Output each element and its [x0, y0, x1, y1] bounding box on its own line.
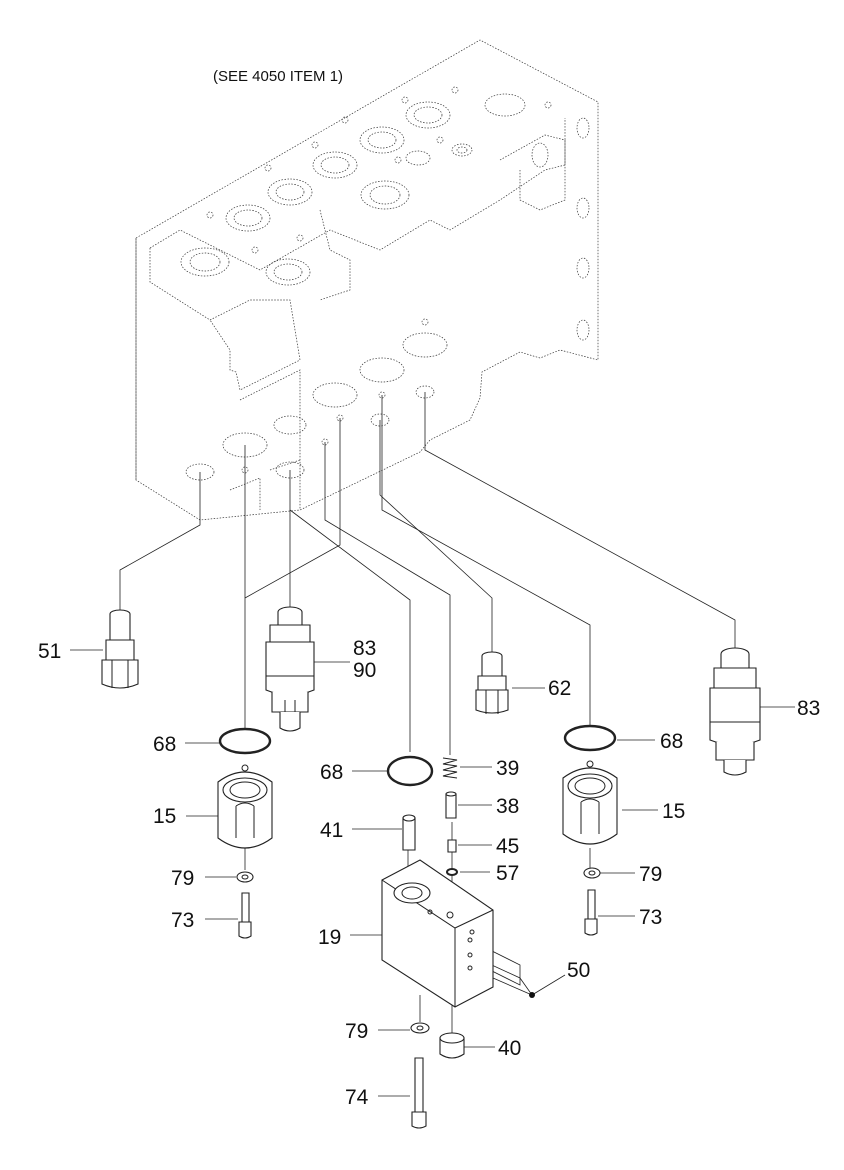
- callout-83-right: 83: [797, 697, 820, 720]
- part-62-plug: [475, 651, 509, 714]
- callout-15-right: 15: [662, 800, 685, 823]
- part-83-90-cartridge-left: [265, 606, 315, 732]
- callout-15-left: 15: [153, 805, 176, 828]
- part-51-fitting: [101, 609, 139, 689]
- callout-41: 41: [320, 819, 343, 842]
- callout-40: 40: [498, 1037, 521, 1060]
- callout-73-left: 73: [171, 909, 194, 932]
- callout-68-center: 68: [320, 761, 343, 784]
- callout-79-right: 79: [639, 863, 662, 886]
- callout-79-bottom: 79: [345, 1020, 368, 1043]
- part-68-o-rings: [218, 724, 617, 787]
- part-79-washers: [236, 867, 601, 1034]
- header-note: (SEE 4050 ITEM 1): [213, 68, 343, 85]
- callout-74: 74: [345, 1086, 369, 1109]
- callout-68-right: 68: [660, 730, 683, 753]
- part-40-plug: [439, 1032, 465, 1059]
- part-small-pins: [402, 791, 458, 876]
- part-50-ball: [529, 992, 535, 998]
- callout-19: 19: [318, 926, 341, 949]
- part-19-block: [381, 859, 494, 1008]
- callout-45: 45: [496, 835, 519, 858]
- callout-68-left: 68: [153, 733, 176, 756]
- callout-50: 50: [567, 959, 590, 982]
- callout-83-left: 83: [353, 637, 376, 660]
- callout-90: 90: [353, 659, 376, 682]
- callout-62: 62: [548, 677, 571, 700]
- part-15-covers: [217, 760, 618, 849]
- valve-body: [135, 39, 599, 521]
- callout-79-left: 79: [171, 867, 194, 890]
- callout-51: 51: [38, 640, 61, 663]
- part-83-cartridge-right: [709, 647, 761, 776]
- part-39-spring: [442, 757, 458, 779]
- callout-57: 57: [496, 862, 519, 885]
- callout-73-right: 73: [639, 906, 662, 929]
- callout-39: 39: [496, 757, 519, 780]
- callout-38: 38: [496, 795, 519, 818]
- part-73-74-bolts: [238, 889, 598, 1129]
